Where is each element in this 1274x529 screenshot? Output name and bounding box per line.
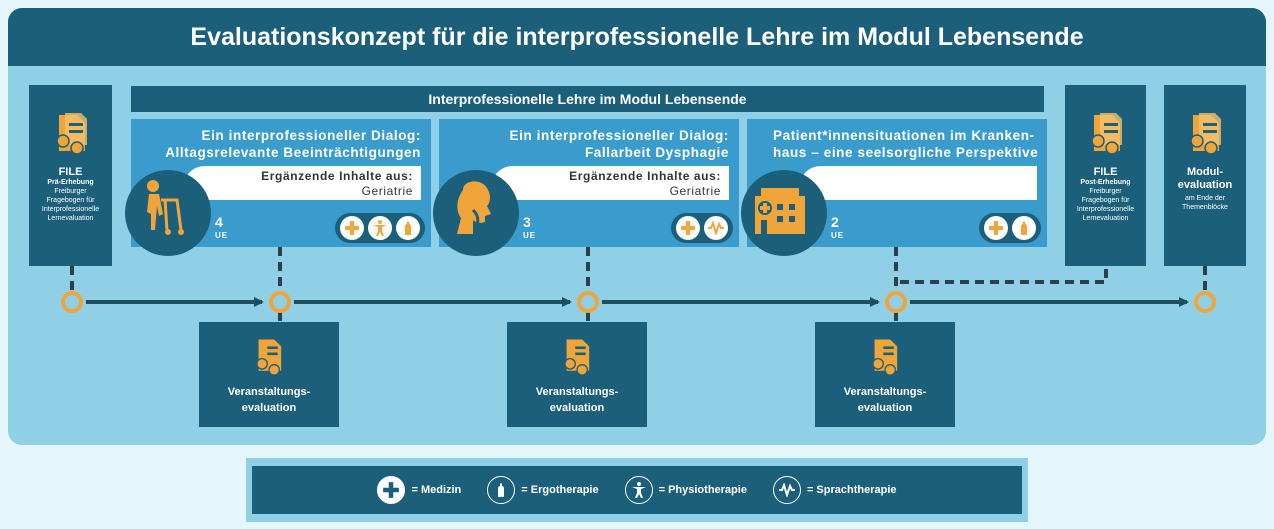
ergotherapy-icon: [487, 476, 516, 504]
walker-person-icon: [147, 180, 184, 235]
card-2-ue-label: UE: [523, 231, 537, 240]
card-1: Ein interprofessioneller Dialog: Alltags…: [125, 119, 431, 256]
questionnaire-icon: [1090, 113, 1122, 155]
questionnaire-icon: [872, 339, 898, 376]
card-2-extra-label: Ergänzende Inhalte aus:: [569, 169, 721, 183]
card-3: Patient*innensituationen im Kranken- hau…: [741, 119, 1047, 256]
pre-title: FILE: [58, 166, 83, 178]
legend-item-physiotherapy: = Physiotherapie: [624, 476, 747, 504]
timeline-nodes: [61, 291, 1216, 313]
card-2-title: Ein interprofessioneller Dialog: Fallarb…: [509, 128, 729, 160]
questionnaire-icon: [256, 339, 282, 376]
card-3-disciplines: [979, 213, 1041, 243]
post-desc: Freiburger Fragebogen für Interprofessio…: [1076, 188, 1135, 222]
card-2-disciplines: [671, 213, 733, 243]
card-2-extra-box: Ergänzende Inhalte aus: Geriatrie: [491, 166, 729, 200]
post-title: FILE: [1093, 166, 1118, 178]
medicine-cross-icon: [377, 476, 406, 504]
legend-label-speech-therapy: = Sprachtherapie: [806, 484, 897, 496]
event-eval-1: Veranstaltungs- evaluation: [199, 322, 339, 427]
legend-item-ergotherapy: = Ergotherapie: [487, 476, 599, 504]
card-3-title: Patient*innensituationen im Kranken- hau…: [773, 128, 1039, 160]
card-2-image-circle: [433, 170, 519, 256]
questionnaire-icon: [564, 339, 590, 376]
event-eval-2-label: Veranstaltungs- evaluation: [535, 386, 619, 414]
hospital-icon: [755, 188, 805, 234]
speech-therapy-icon: [772, 476, 801, 504]
card-3-extra-box: [799, 166, 1037, 200]
legend-item-medicine: = Medizin: [377, 476, 461, 504]
legend: = Medizin = Ergotherapie = Physiotherapi…: [252, 466, 1022, 514]
medicine-cross-icon: [676, 216, 700, 240]
post-sub: Post-Erhebung: [1080, 179, 1131, 186]
legend-label-physiotherapy: = Physiotherapie: [658, 484, 747, 496]
module-bar: Interprofessionelle Lehre im Modul Leben…: [131, 86, 1044, 112]
card-1-title: Ein interprofessioneller Dialog: Alltags…: [165, 128, 421, 160]
card-1-extra-value: Geriatrie: [361, 184, 413, 198]
medicine-cross-icon: [984, 216, 1008, 240]
post-survey-box: FILE Post-Erhebung Freiburger Fragebogen…: [1065, 85, 1146, 266]
card-1-disciplines: [335, 213, 425, 243]
diagram-title: Evaluationskonzept für die interprofessi…: [8, 8, 1266, 66]
card-3-ue-number: 2: [831, 214, 839, 230]
event-eval-1-label: Veranstaltungs- evaluation: [227, 386, 311, 414]
physiotherapy-icon: [624, 476, 653, 504]
card-3-ue-label: UE: [831, 231, 845, 240]
legend-item-speech-therapy: = Sprachtherapie: [772, 476, 897, 504]
questionnaire-icon: [1190, 113, 1221, 155]
physiotherapy-icon: [368, 216, 392, 240]
event-eval-3-label: Veranstaltungs- evaluation: [843, 386, 927, 414]
pre-sub: Prä-Erhebung: [47, 179, 94, 186]
questionnaire-icon: [55, 113, 87, 155]
head-throat-icon: [457, 181, 491, 234]
card-1-image-circle: [125, 170, 211, 256]
ergotherapy-icon: [396, 216, 420, 240]
legend-label-medicine: = Medizin: [411, 484, 462, 496]
event-eval-2: Veranstaltungs- evaluation: [507, 322, 647, 427]
card-2-ue-number: 3: [523, 214, 531, 230]
medicine-cross-icon: [340, 216, 364, 240]
card-1-ue-label: UE: [215, 231, 229, 240]
speech-therapy-icon: [704, 216, 728, 240]
module-eval-title: Modul- evaluation: [1177, 166, 1233, 191]
module-eval-desc: am Ende der Themenblöcke: [1182, 195, 1228, 211]
card-1-ue-number: 4: [215, 214, 223, 230]
card-1-extra-label: Ergänzende Inhalte aus:: [261, 169, 413, 183]
card-2-extra-value: Geriatrie: [669, 184, 721, 198]
event-eval-3: Veranstaltungs- evaluation: [815, 322, 955, 427]
card-2: Ein interprofessioneller Dialog: Fallarb…: [433, 119, 739, 256]
legend-label-ergotherapy: = Ergotherapie: [521, 484, 599, 496]
module-eval-box: Modul- evaluation am Ende der Themenblöc…: [1164, 85, 1246, 266]
pre-survey-box: FILE Prä-Erhebung Freiburger Fragebogen …: [29, 85, 112, 266]
pre-desc: Freiburger Fragebogen für Interprofessio…: [41, 188, 100, 222]
card-1-extra-box: Ergänzende Inhalte aus: Geriatrie: [183, 166, 421, 200]
ergotherapy-icon: [1012, 216, 1036, 240]
card-3-image-circle: [741, 170, 827, 256]
dashed-connectors: [70, 247, 1207, 322]
